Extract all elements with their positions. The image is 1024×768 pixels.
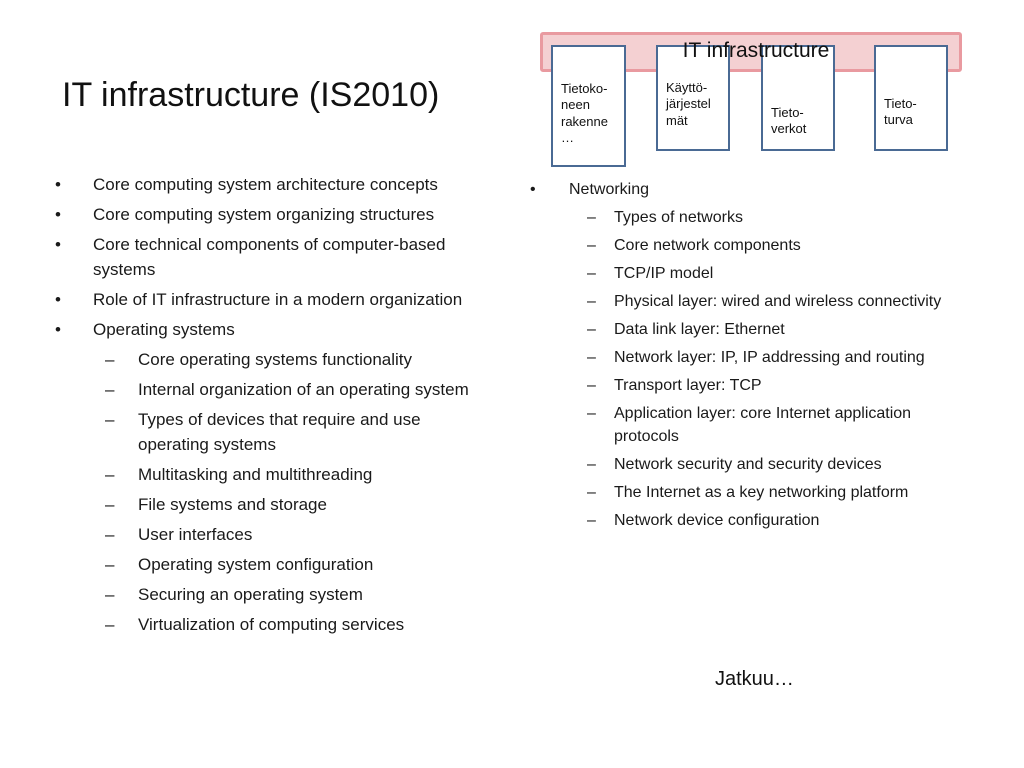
- list-item: •Core computing system architecture conc…: [55, 172, 495, 197]
- diagram-box-security: Tieto- turva: [874, 45, 948, 151]
- dash-icon: –: [105, 380, 115, 399]
- sub-list-item: –Virtualization of computing services: [55, 612, 495, 637]
- box-line: verkot: [771, 121, 807, 137]
- sub-list-item: –File systems and storage: [55, 492, 495, 517]
- dash-icon: –: [105, 465, 115, 484]
- sub-list-item: –Application layer: core Internet applic…: [530, 402, 970, 448]
- box-line: Tieto-: [884, 96, 917, 111]
- dash-icon: –: [587, 237, 596, 254]
- bullet-icon: •: [530, 181, 536, 198]
- box-line: Tieto-: [771, 105, 804, 120]
- slide-title: IT infrastructure (IS2010): [62, 76, 440, 114]
- it-infrastructure-diagram: Tietoko- neen rakenne … Käyttö- järjeste…: [0, 0, 1024, 180]
- bullet-icon: •: [55, 205, 61, 224]
- diagram-box-computer-architecture: Tietoko- neen rakenne …: [551, 45, 626, 167]
- right-topic-list: •Networking –Types of networks –Core net…: [530, 178, 970, 537]
- dash-icon: –: [105, 615, 115, 634]
- dash-icon: –: [105, 350, 115, 369]
- list-item: •Operating systems: [55, 317, 495, 342]
- sub-list-item: –Physical layer: wired and wireless conn…: [530, 290, 970, 313]
- sub-list-item: –The Internet as a key networking platfo…: [530, 481, 970, 504]
- sub-list-item: –Internal organization of an operating s…: [55, 377, 495, 402]
- sub-list-item: –Transport layer: TCP: [530, 374, 970, 397]
- dash-icon: –: [587, 484, 596, 501]
- sub-list-item: –Operating system configuration: [55, 552, 495, 577]
- sub-list-item: –Core operating systems functionality: [55, 347, 495, 372]
- left-topic-list: •Core computing system architecture conc…: [55, 172, 495, 642]
- sub-list-item: –Network device configuration: [530, 509, 970, 532]
- dash-icon: –: [587, 265, 596, 282]
- dash-icon: –: [587, 456, 596, 473]
- sub-list-item: –Multitasking and multithreading: [55, 462, 495, 487]
- dash-icon: –: [105, 555, 115, 574]
- sub-list-item: –Network layer: IP, IP addressing and ro…: [530, 346, 970, 369]
- dash-icon: –: [587, 321, 596, 338]
- box-line: …: [561, 129, 574, 145]
- dash-icon: –: [105, 585, 115, 604]
- dash-icon: –: [105, 495, 115, 514]
- dash-icon: –: [587, 405, 596, 422]
- list-item: •Core technical components of computer-b…: [55, 232, 495, 282]
- dash-icon: –: [105, 525, 115, 544]
- dash-icon: –: [105, 410, 115, 429]
- sub-list-item: –User interfaces: [55, 522, 495, 547]
- list-item: •Role of IT infrastructure in a modern o…: [55, 287, 495, 312]
- sub-list-item: –Securing an operating system: [55, 582, 495, 607]
- box-line: rakenne: [561, 113, 608, 129]
- box-line: neen: [561, 97, 590, 113]
- dash-icon: –: [587, 293, 596, 310]
- sub-list-item: –Core network components: [530, 234, 970, 257]
- diagram-box-networks: Tieto- verkot: [761, 45, 835, 151]
- bullet-icon: •: [55, 175, 61, 194]
- diagram-box-operating-systems: Käyttö- järjestel mät: [656, 45, 730, 151]
- continues-label: Jatkuu…: [715, 668, 794, 690]
- list-item: •Core computing system organizing struct…: [55, 202, 495, 227]
- diagram-header-label: IT infrastructure: [682, 39, 830, 62]
- bullet-icon: •: [55, 320, 61, 339]
- bullet-icon: •: [55, 235, 61, 254]
- box-line: mät: [666, 112, 688, 128]
- bullet-icon: •: [55, 290, 61, 309]
- dash-icon: –: [587, 349, 596, 366]
- list-item: •Networking: [530, 178, 970, 201]
- dash-icon: –: [587, 377, 596, 394]
- dash-icon: –: [587, 209, 596, 226]
- sub-list-item: –Types of devices that require and use o…: [55, 407, 495, 457]
- sub-list-item: –Network security and security devices: [530, 453, 970, 476]
- dash-icon: –: [587, 512, 596, 529]
- sub-list-item: –TCP/IP model: [530, 262, 970, 285]
- box-line: turva: [884, 112, 913, 128]
- sub-list-item: –Types of networks: [530, 206, 970, 229]
- box-line: Tietoko-: [561, 81, 608, 96]
- box-line: järjestel: [666, 96, 711, 112]
- sub-list-item: –Data link layer: Ethernet: [530, 318, 970, 341]
- box-line: Käyttö-: [666, 80, 708, 95]
